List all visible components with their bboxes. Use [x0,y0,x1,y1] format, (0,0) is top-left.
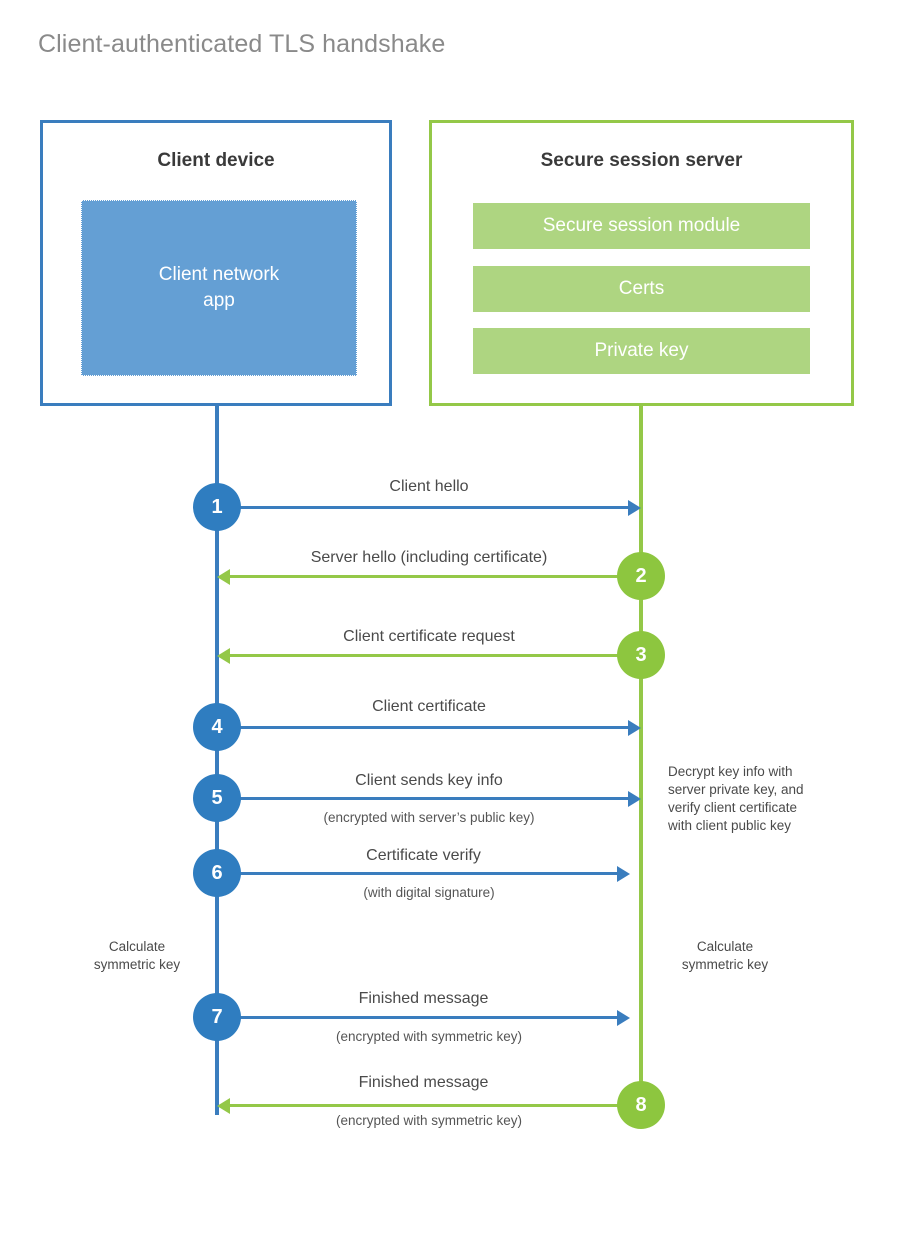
step-3-arrow-head [217,648,230,664]
server-component-label: Certs [618,278,665,299]
step-5-sublabel: (encrypted with server’s public key) [323,810,535,825]
step-6-arrow-head [617,866,630,882]
server-decrypt-note-line: server private key, and [668,782,804,797]
step-8-badge[interactable]: 8 [617,1081,665,1129]
step-8-sublabel: (encrypted with symmetric key) [335,1113,523,1128]
step-1-arrow-head [628,500,641,516]
page-title: Client-authenticated TLS handshake [38,30,446,58]
server-component-secure-session-module: Secure session module [473,203,810,249]
step-1-badge[interactable]: 1 [193,483,241,531]
server-decrypt-note: Decrypt key info with server private key… [668,763,858,835]
step-3-label: Client certificate request [343,628,515,645]
client-network-app-node: Client network app [81,200,357,376]
secure-session-server-title: Secure session server [540,150,743,171]
server-component-label: Secure session module [542,215,741,236]
step-6-label: Certificate verify [366,847,481,864]
step-3-arrow-line [230,654,641,657]
step-7-arrow-head [617,1010,630,1026]
step-7-badge[interactable]: 7 [193,993,241,1041]
secure-session-server-box: Secure session server Secure session mod… [429,120,854,406]
server-decrypt-note-line: Decrypt key info with [668,764,793,779]
client-device-box: Client device Client network app [40,120,392,406]
server-lifeline [639,403,643,1105]
step-5-arrow-head [628,791,641,807]
step-2-arrow-head [217,569,230,585]
step-5-arrow-line [217,797,628,800]
step-5-badge[interactable]: 5 [193,774,241,822]
client-calculate-symmetric-key-note: Calculate symmetric key [77,938,197,974]
step-8-arrow-line [230,1104,641,1107]
server-component-private-key: Private key [473,328,810,374]
step-2-label: Server hello (including certificate) [310,549,548,566]
step-7-sublabel: (encrypted with symmetric key) [335,1029,523,1044]
server-decrypt-note-line: with client public key [668,818,792,833]
step-1-label: Client hello [389,478,469,495]
step-1-arrow-line [217,506,628,509]
client-calc-note-line: Calculate [108,939,166,954]
server-decrypt-note-line: verify client certificate [668,800,798,815]
step-6-sublabel: (with digital signature) [363,885,495,900]
step-5-label: Client sends key info [355,772,503,789]
client-device-title: Client device [157,150,275,171]
step-4-arrow-head [628,720,641,736]
server-calc-note-line: Calculate [696,939,754,954]
client-calc-note-line: symmetric key [93,957,181,972]
server-calc-note-line: symmetric key [681,957,769,972]
server-component-label: Private key [594,340,689,361]
client-network-app-label: Client network app [158,264,280,311]
step-7-label: Finished message [358,990,489,1007]
server-calculate-symmetric-key-note: Calculate symmetric key [665,938,785,974]
client-lifeline [215,403,219,1115]
step-8-label: Finished message [358,1074,489,1091]
server-component-certs: Certs [473,266,810,312]
step-8-arrow-head [217,1098,230,1114]
step-3-badge[interactable]: 3 [617,631,665,679]
step-4-arrow-line [217,726,628,729]
step-2-badge[interactable]: 2 [617,552,665,600]
step-6-arrow-line [217,872,617,875]
step-7-arrow-line [217,1016,617,1019]
step-4-badge[interactable]: 4 [193,703,241,751]
step-2-arrow-line [230,575,641,578]
step-6-badge[interactable]: 6 [193,849,241,897]
step-4-label: Client certificate [372,698,486,715]
